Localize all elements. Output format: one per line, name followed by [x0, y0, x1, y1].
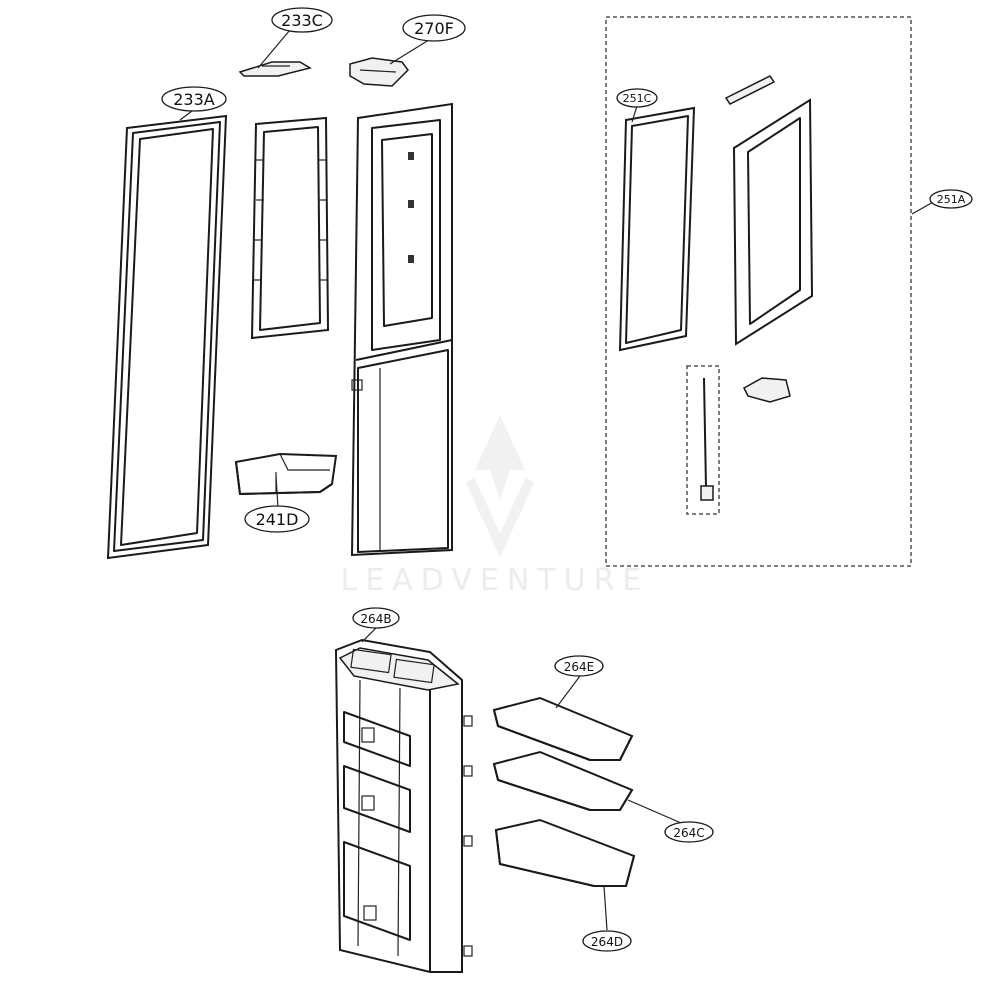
door-inner-liner	[250, 116, 330, 340]
callout-233C: 233C	[271, 7, 333, 33]
callout-264E: 264E	[554, 655, 604, 677]
door-liner-264B	[334, 638, 473, 973]
hinge-233C	[238, 61, 312, 77]
hinge-cover-270F	[349, 57, 409, 87]
top-trim-bar	[724, 75, 776, 105]
door-bin-264D	[494, 818, 636, 887]
callout-241D: 241D	[244, 505, 310, 533]
glass-door-panel	[732, 98, 814, 346]
watermark-text: LEADVENTURE	[341, 563, 650, 598]
label-233C: 233C	[281, 11, 323, 30]
sensor-box	[686, 365, 720, 515]
door-gasket-233A	[106, 114, 228, 560]
label-233A: 233A	[173, 90, 215, 109]
basket-241D	[234, 452, 338, 496]
label-251C: 251C	[623, 92, 652, 105]
callout-264B: 264B	[352, 607, 400, 629]
sensor-wire	[700, 377, 714, 501]
callout-251A: 251A	[929, 189, 973, 209]
callout-264D: 264D	[582, 930, 632, 952]
label-241D: 241D	[256, 510, 299, 529]
callout-233A: 233A	[161, 86, 227, 112]
door-assembly	[350, 102, 453, 557]
callout-270F: 270F	[402, 14, 466, 42]
door-bin-264C	[492, 750, 634, 811]
gasket-251C	[618, 106, 696, 352]
callout-251C: 251C	[616, 88, 658, 108]
watermark: LEADVENTURE	[341, 415, 650, 598]
label-270F: 270F	[414, 19, 454, 38]
door-bin-264E	[492, 696, 634, 761]
label-264D: 264D	[591, 935, 623, 949]
label-251A: 251A	[937, 193, 966, 206]
callout-264C: 264C	[664, 821, 714, 843]
label-264B: 264B	[360, 612, 391, 626]
label-264C: 264C	[673, 826, 704, 840]
bracket-part	[743, 377, 791, 403]
label-264E: 264E	[564, 660, 595, 674]
